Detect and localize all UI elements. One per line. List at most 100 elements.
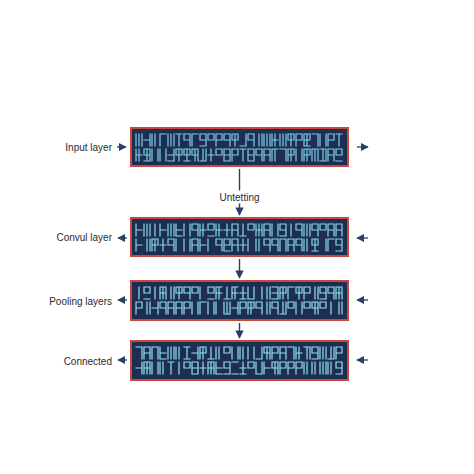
glyph [136, 302, 142, 314]
glyph [224, 239, 230, 251]
glyph-texture [132, 129, 347, 165]
glyph [256, 362, 262, 374]
glyph [256, 149, 262, 161]
glyph [184, 149, 190, 161]
glyph [240, 149, 246, 161]
glyph [256, 302, 262, 314]
layer-label: Connected [64, 355, 112, 366]
glyph [200, 302, 206, 314]
glyph [176, 134, 182, 146]
glyph [320, 287, 326, 299]
glyph [336, 347, 342, 359]
layer-label: Convul layer [56, 232, 112, 243]
glyph [280, 149, 286, 161]
glyph [216, 134, 222, 146]
glyph [264, 224, 270, 236]
glyph [184, 347, 190, 359]
glyph [147, 302, 150, 314]
glyph [224, 362, 230, 374]
glyph [232, 239, 238, 251]
glyph [192, 302, 198, 314]
glyph [288, 362, 294, 374]
glyph [304, 149, 310, 161]
glyph [272, 287, 278, 299]
glyph [207, 239, 208, 251]
glyph [272, 302, 278, 314]
glyph [240, 224, 246, 236]
glyph [240, 302, 246, 314]
glyph [336, 287, 342, 299]
glyph [184, 362, 190, 368]
glyph [272, 347, 278, 359]
glyph [264, 347, 270, 359]
layer-label: Pooling layers [49, 295, 112, 306]
side-arrow [117, 146, 126, 147]
glyph [267, 302, 270, 314]
glyph [154, 224, 155, 236]
glyph [280, 347, 286, 359]
glyph [168, 239, 174, 251]
glyph [216, 347, 219, 359]
glyph [224, 149, 230, 161]
glyph [288, 149, 294, 161]
glyph [232, 287, 238, 299]
glyph [152, 347, 158, 359]
glyph [304, 347, 310, 359]
glyph [240, 287, 246, 299]
glyph [248, 347, 254, 359]
glyph [320, 149, 326, 161]
glyph [320, 362, 326, 374]
glyph [240, 347, 243, 359]
glyph [208, 347, 214, 359]
glyph [160, 287, 166, 299]
glyph [296, 149, 302, 161]
glyph [154, 287, 155, 299]
glyph [208, 287, 214, 299]
glyph [152, 302, 158, 314]
layer-band: Pooling layers [130, 280, 349, 321]
glyph [200, 239, 206, 251]
layer-band: Input layer [130, 127, 349, 167]
glyph [336, 224, 342, 236]
glyph [290, 224, 291, 236]
glyph [280, 224, 286, 236]
glyph [208, 149, 214, 161]
glyph [272, 224, 278, 236]
glyph [320, 134, 326, 146]
glyph [312, 134, 318, 146]
glyph [144, 224, 150, 236]
side-arrow [357, 146, 368, 147]
glyph [288, 302, 294, 308]
glyph [136, 149, 142, 161]
glyph [304, 224, 310, 236]
glyph [247, 239, 248, 251]
layer-label: Input layer [65, 142, 112, 153]
glyph [176, 287, 182, 299]
glyph [224, 302, 230, 314]
glyph [216, 149, 222, 155]
glyph [261, 287, 262, 299]
glyph [147, 239, 150, 251]
glyph [184, 239, 190, 251]
glyph [192, 224, 198, 236]
glyph [144, 362, 150, 374]
glyph [328, 134, 334, 146]
glyph [264, 149, 270, 161]
glyph [296, 287, 302, 299]
glyph [144, 149, 150, 161]
glyph [176, 347, 179, 359]
glyph [160, 239, 166, 251]
glyph [192, 287, 198, 293]
edge-label: Untetting [216, 191, 262, 204]
glyph [160, 224, 166, 236]
glyph [168, 224, 174, 236]
glyph [256, 239, 259, 251]
glyph [248, 224, 254, 230]
glyph [215, 302, 216, 314]
glyph [168, 302, 174, 314]
glyph [224, 224, 230, 236]
glyph [168, 134, 174, 146]
glyph [304, 362, 307, 374]
side-arrow [357, 299, 368, 300]
glyph [328, 149, 334, 161]
